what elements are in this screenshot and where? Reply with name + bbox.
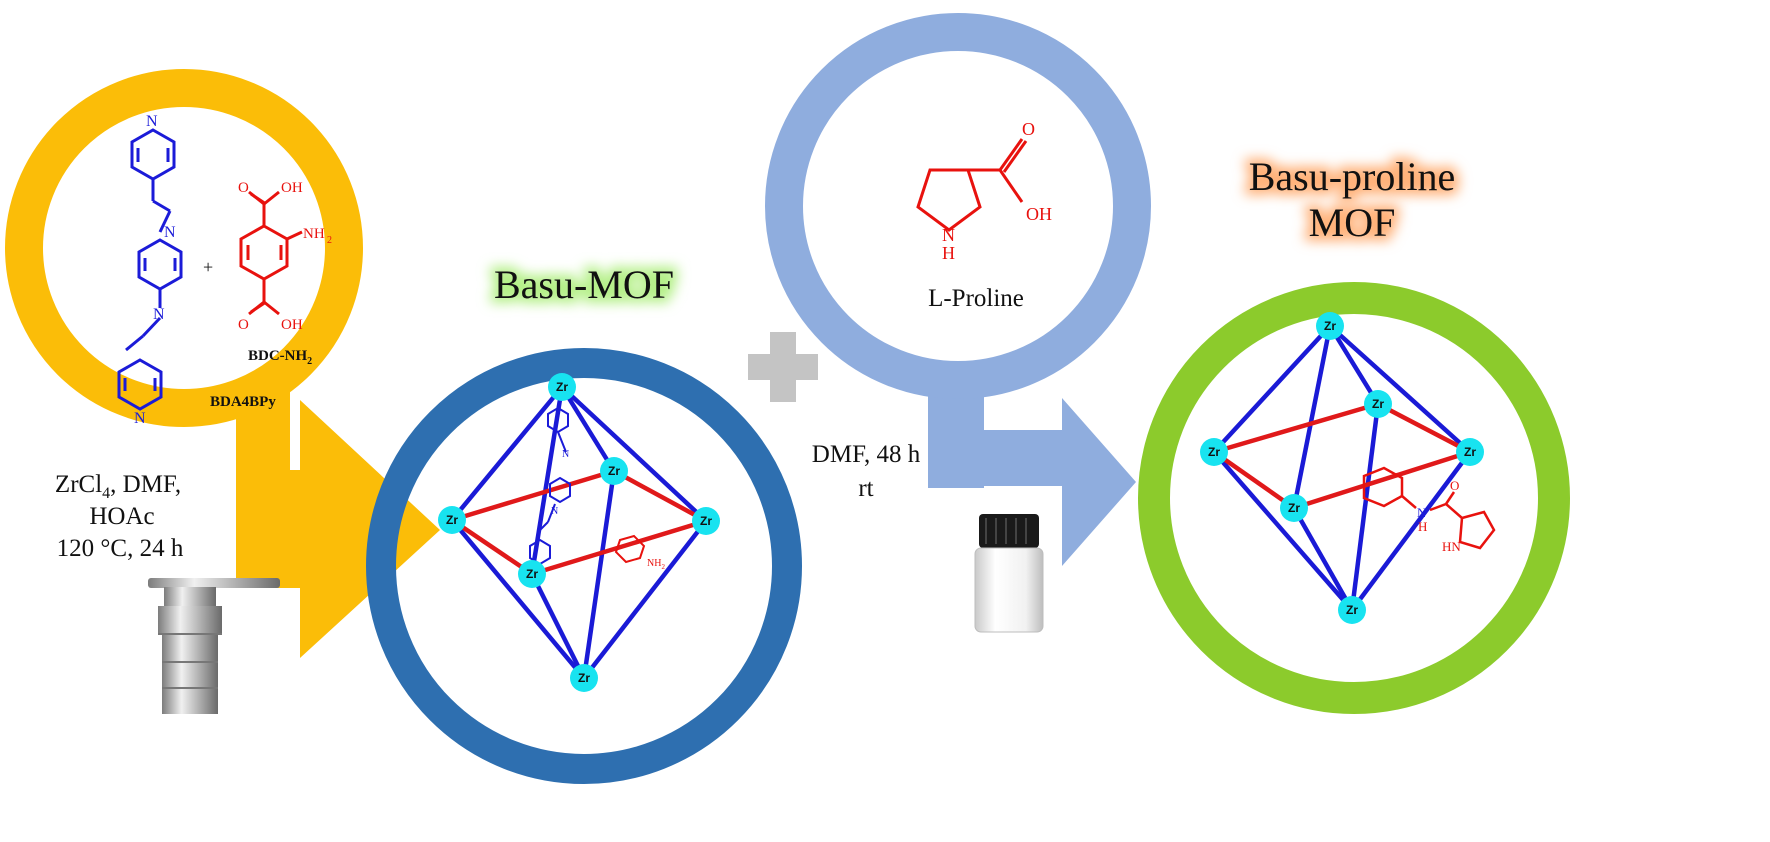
bdc-top-o: O [238, 180, 249, 196]
basu-proline-title-line1: Basu-proline [1249, 154, 1456, 199]
proline-grafted-linker [1362, 466, 1496, 550]
mof1-imine-n: N [562, 449, 569, 460]
mof1-amine: NH2 [647, 558, 665, 571]
vial-icon [974, 514, 1044, 633]
bdc-bottom-o: O [238, 317, 249, 333]
proline-n: N [942, 225, 955, 245]
bda4bpy-imine-n: N [164, 224, 176, 241]
step1-line1: ZrCl4, DMF, [55, 471, 181, 502]
autoclave-icon [148, 578, 280, 714]
bda4bpy-bottom-n: N [134, 410, 146, 427]
basu-mof-framework [450, 385, 708, 680]
amide-h: H [1418, 519, 1427, 534]
zr-node: Zr [1288, 501, 1300, 515]
amide-o: O [1450, 478, 1459, 493]
reactant-plus: + [203, 257, 213, 277]
bdc-label-sub: 2 [307, 356, 312, 367]
basu-proline-ring [1138, 282, 1570, 714]
basu-proline-framework [1212, 324, 1472, 612]
zr-node: Zr [608, 464, 620, 478]
bda4bpy-label: BDA4BPy [210, 394, 276, 410]
proline-o: O [1022, 119, 1035, 139]
proline-name: L-Proline [928, 285, 1024, 312]
step1-line2: HOAc [89, 503, 154, 530]
proline-magnifier [765, 13, 1151, 566]
zr-node: Zr [1346, 603, 1358, 617]
bda4bpy-top-n: N [146, 113, 158, 130]
basu-proline-nodes: Zr Zr Zr Zr Zr Zr [1200, 312, 1484, 624]
zr-node: Zr [578, 671, 590, 685]
bdc-nh2-structure [239, 190, 303, 316]
bda4bpy-structure [117, 128, 183, 411]
bdc-amine-sub: 2 [327, 235, 332, 246]
gray-plus-sign [748, 332, 818, 402]
basu-mof-linkers [529, 406, 646, 566]
proline-h: H [942, 243, 955, 263]
zr-node: Zr [1372, 397, 1384, 411]
zr-node: Zr [1324, 319, 1336, 333]
svg-text:MOF: MOF [1309, 200, 1396, 245]
basu-proline-title: Basu-proline MOF Basu-proline MOF [1244, 149, 1461, 250]
mof1-imine-n-2: N [551, 506, 558, 517]
bdc-amine: NH [303, 226, 325, 242]
step2-line1: DMF, 48 h [812, 441, 921, 468]
bda4bpy-imine-n-2: N [153, 306, 165, 323]
l-proline-structure [916, 138, 1028, 232]
basu-proline-title-line2: MOF [1309, 200, 1396, 245]
bdc-label: BDC-NH [248, 348, 307, 364]
svg-text:Basu-MOF: Basu-MOF [494, 262, 674, 307]
basu-mof-ring [366, 348, 802, 784]
svg-text:BDC-NH2: BDC-NH2 [248, 348, 312, 367]
bdc-top-oh: OH [281, 180, 303, 196]
reactants-magnifier [5, 69, 440, 658]
basu-mof-title: Basu-MOF Basu-MOF [489, 257, 679, 312]
amide-n: N [1417, 505, 1427, 520]
bdc-bottom-oh: OH [281, 317, 303, 333]
step2-line2: rt [858, 475, 873, 502]
zr-node: Zr [1464, 445, 1476, 459]
zr-node: Zr [526, 567, 538, 581]
svg-text:Basu-proline: Basu-proline [1249, 154, 1456, 199]
step1-line3: 120 °C, 24 h [57, 535, 184, 562]
zr-node: Zr [700, 514, 712, 528]
proline-hn: HN [1442, 539, 1461, 554]
zr-node: Zr [446, 513, 458, 527]
basu-mof-title-text: Basu-MOF [494, 262, 674, 307]
zr-node: Zr [556, 380, 568, 394]
proline-oh: OH [1026, 204, 1052, 224]
basu-mof-nodes: Zr Zr Zr Zr Zr Zr [438, 373, 720, 692]
zr-node: Zr [1208, 445, 1220, 459]
